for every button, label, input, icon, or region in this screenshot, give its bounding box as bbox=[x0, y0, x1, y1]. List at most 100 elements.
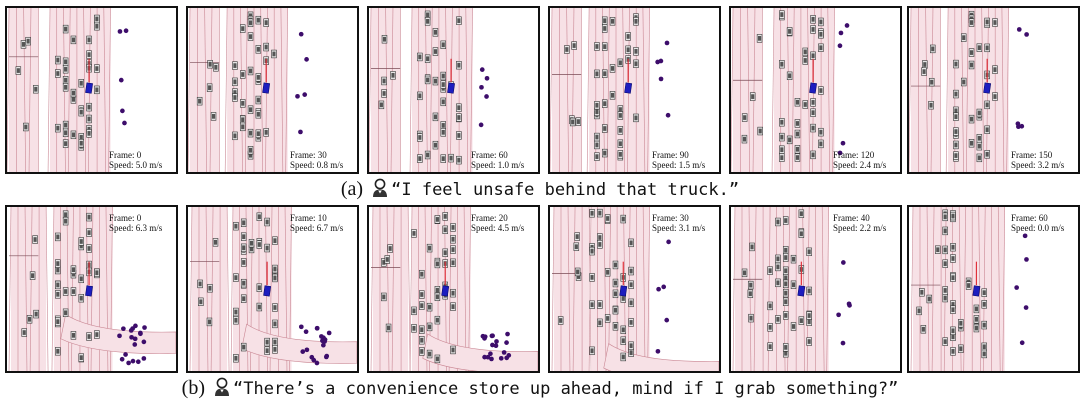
frame-info: Frame: 90 Speed: 1.5 m/s bbox=[652, 150, 705, 170]
vehicle-icon bbox=[411, 229, 417, 238]
road bbox=[774, 8, 835, 172]
ego-vehicle-icon bbox=[619, 285, 628, 297]
pedestrian-icon bbox=[303, 329, 309, 335]
vehicle-icon bbox=[232, 77, 238, 87]
pedestrian-icon bbox=[655, 348, 661, 354]
vehicle-icon bbox=[411, 306, 417, 316]
ego-vehicle-icon bbox=[441, 285, 450, 297]
vehicle-icon bbox=[747, 280, 754, 290]
lane-line bbox=[909, 8, 912, 172]
frame-label: Frame: 0 bbox=[109, 150, 142, 160]
vehicle-icon bbox=[272, 345, 278, 354]
vehicle-icon bbox=[597, 208, 603, 218]
vehicle-icon bbox=[62, 216, 69, 226]
vehicle-icon bbox=[818, 43, 824, 52]
vehicle-icon bbox=[786, 135, 793, 145]
vehicle-icon bbox=[247, 105, 254, 114]
vehicle-icon bbox=[976, 153, 983, 163]
vehicle-icon bbox=[633, 113, 639, 123]
vehicle-icon bbox=[207, 284, 213, 293]
lane-line bbox=[926, 207, 930, 371]
vehicle-icon bbox=[55, 347, 61, 356]
lane-line bbox=[24, 207, 28, 371]
scene-panel-a1: Frame: 0 Speed: 5.0 m/s bbox=[5, 6, 178, 174]
pedestrian-icon bbox=[130, 358, 136, 364]
lane-line bbox=[103, 8, 107, 172]
vehicle-icon bbox=[594, 152, 600, 161]
vehicle-icon bbox=[794, 119, 801, 128]
pedestrian-icon bbox=[661, 284, 667, 290]
lane-line bbox=[67, 8, 71, 172]
vehicle-icon bbox=[381, 35, 388, 44]
lane-line bbox=[386, 207, 390, 371]
pedestrian-icon bbox=[836, 312, 841, 318]
lane-line bbox=[771, 8, 775, 172]
vehicle-icon bbox=[434, 259, 441, 269]
vehicle-icon bbox=[609, 64, 616, 73]
lane-line bbox=[551, 207, 555, 371]
scene-map bbox=[909, 8, 1029, 172]
vehicle-icon bbox=[385, 323, 392, 333]
vehicle-icon bbox=[604, 214, 611, 223]
vehicle-icon bbox=[802, 47, 808, 57]
pedestrian-icon bbox=[840, 340, 846, 346]
frame-info: Frame: 0 Speed: 6.3 m/s bbox=[109, 213, 162, 233]
vehicle-icon bbox=[601, 99, 608, 108]
vehicle-icon bbox=[62, 65, 69, 74]
pedestrian-icon bbox=[837, 43, 843, 49]
vehicle-icon bbox=[440, 71, 446, 81]
vehicle-icon bbox=[432, 47, 439, 56]
pedestrian-icon bbox=[1014, 285, 1019, 290]
vehicle-icon bbox=[620, 214, 627, 224]
vehicle-icon bbox=[557, 316, 564, 325]
vehicle-icon bbox=[247, 66, 254, 76]
lane-line bbox=[230, 207, 234, 371]
vehicle-icon bbox=[569, 117, 576, 127]
vehicle-icon bbox=[247, 18, 254, 28]
scene-panel-b2: Frame: 10 Speed: 6.7 m/s bbox=[186, 205, 359, 373]
lane-line bbox=[7, 8, 10, 172]
vehicle-icon bbox=[232, 61, 238, 70]
frame-info: Frame: 60 Speed: 0.0 m/s bbox=[1011, 213, 1064, 233]
pedestrian-icon bbox=[658, 58, 664, 64]
vehicle-icon bbox=[94, 330, 100, 339]
vehicle-icon bbox=[86, 244, 92, 253]
lane-line bbox=[189, 207, 193, 371]
vehicle-icon bbox=[426, 322, 433, 332]
vehicle-icon bbox=[440, 128, 446, 137]
vehicle-icon bbox=[928, 101, 934, 110]
lane-line bbox=[647, 8, 650, 172]
ego-vehicle-icon bbox=[447, 82, 455, 94]
vehicle-icon bbox=[628, 298, 634, 308]
pedestrian-icon bbox=[141, 356, 147, 361]
vehicle-icon bbox=[240, 278, 247, 288]
vehicle-icon bbox=[976, 141, 983, 151]
pedestrian-icon bbox=[1023, 305, 1029, 310]
caption-b: (b) “There’s a convenience store up ahea… bbox=[0, 377, 1080, 399]
vehicle-icon bbox=[381, 292, 387, 302]
vehicle-icon bbox=[916, 306, 922, 316]
turn-lane bbox=[241, 323, 357, 364]
vehicle-icon bbox=[232, 131, 238, 141]
caption-quote: “I feel unsafe behind that truck.” bbox=[391, 180, 740, 200]
vehicle-icon bbox=[432, 140, 439, 150]
vehicle-icon bbox=[86, 50, 92, 59]
lane-line bbox=[245, 8, 248, 172]
pedestrian-icon bbox=[841, 260, 846, 265]
vehicle-icon bbox=[417, 133, 423, 142]
vehicle-icon bbox=[968, 60, 975, 70]
vehicle-icon bbox=[594, 69, 600, 79]
vehicle-icon bbox=[601, 24, 608, 33]
vehicle-icon bbox=[981, 349, 987, 359]
vehicle-icon bbox=[597, 300, 603, 309]
vehicle-icon bbox=[798, 316, 805, 325]
vehicle-icon bbox=[756, 34, 763, 43]
pedestrian-icon bbox=[302, 92, 308, 97]
vehicle-icon bbox=[86, 212, 92, 222]
pedestrian-icon bbox=[120, 108, 125, 114]
vehicle-icon bbox=[94, 85, 100, 95]
vehicle-icon bbox=[255, 15, 262, 25]
lane-line bbox=[622, 8, 625, 172]
lane-line bbox=[910, 207, 914, 371]
lane-line bbox=[550, 8, 553, 172]
